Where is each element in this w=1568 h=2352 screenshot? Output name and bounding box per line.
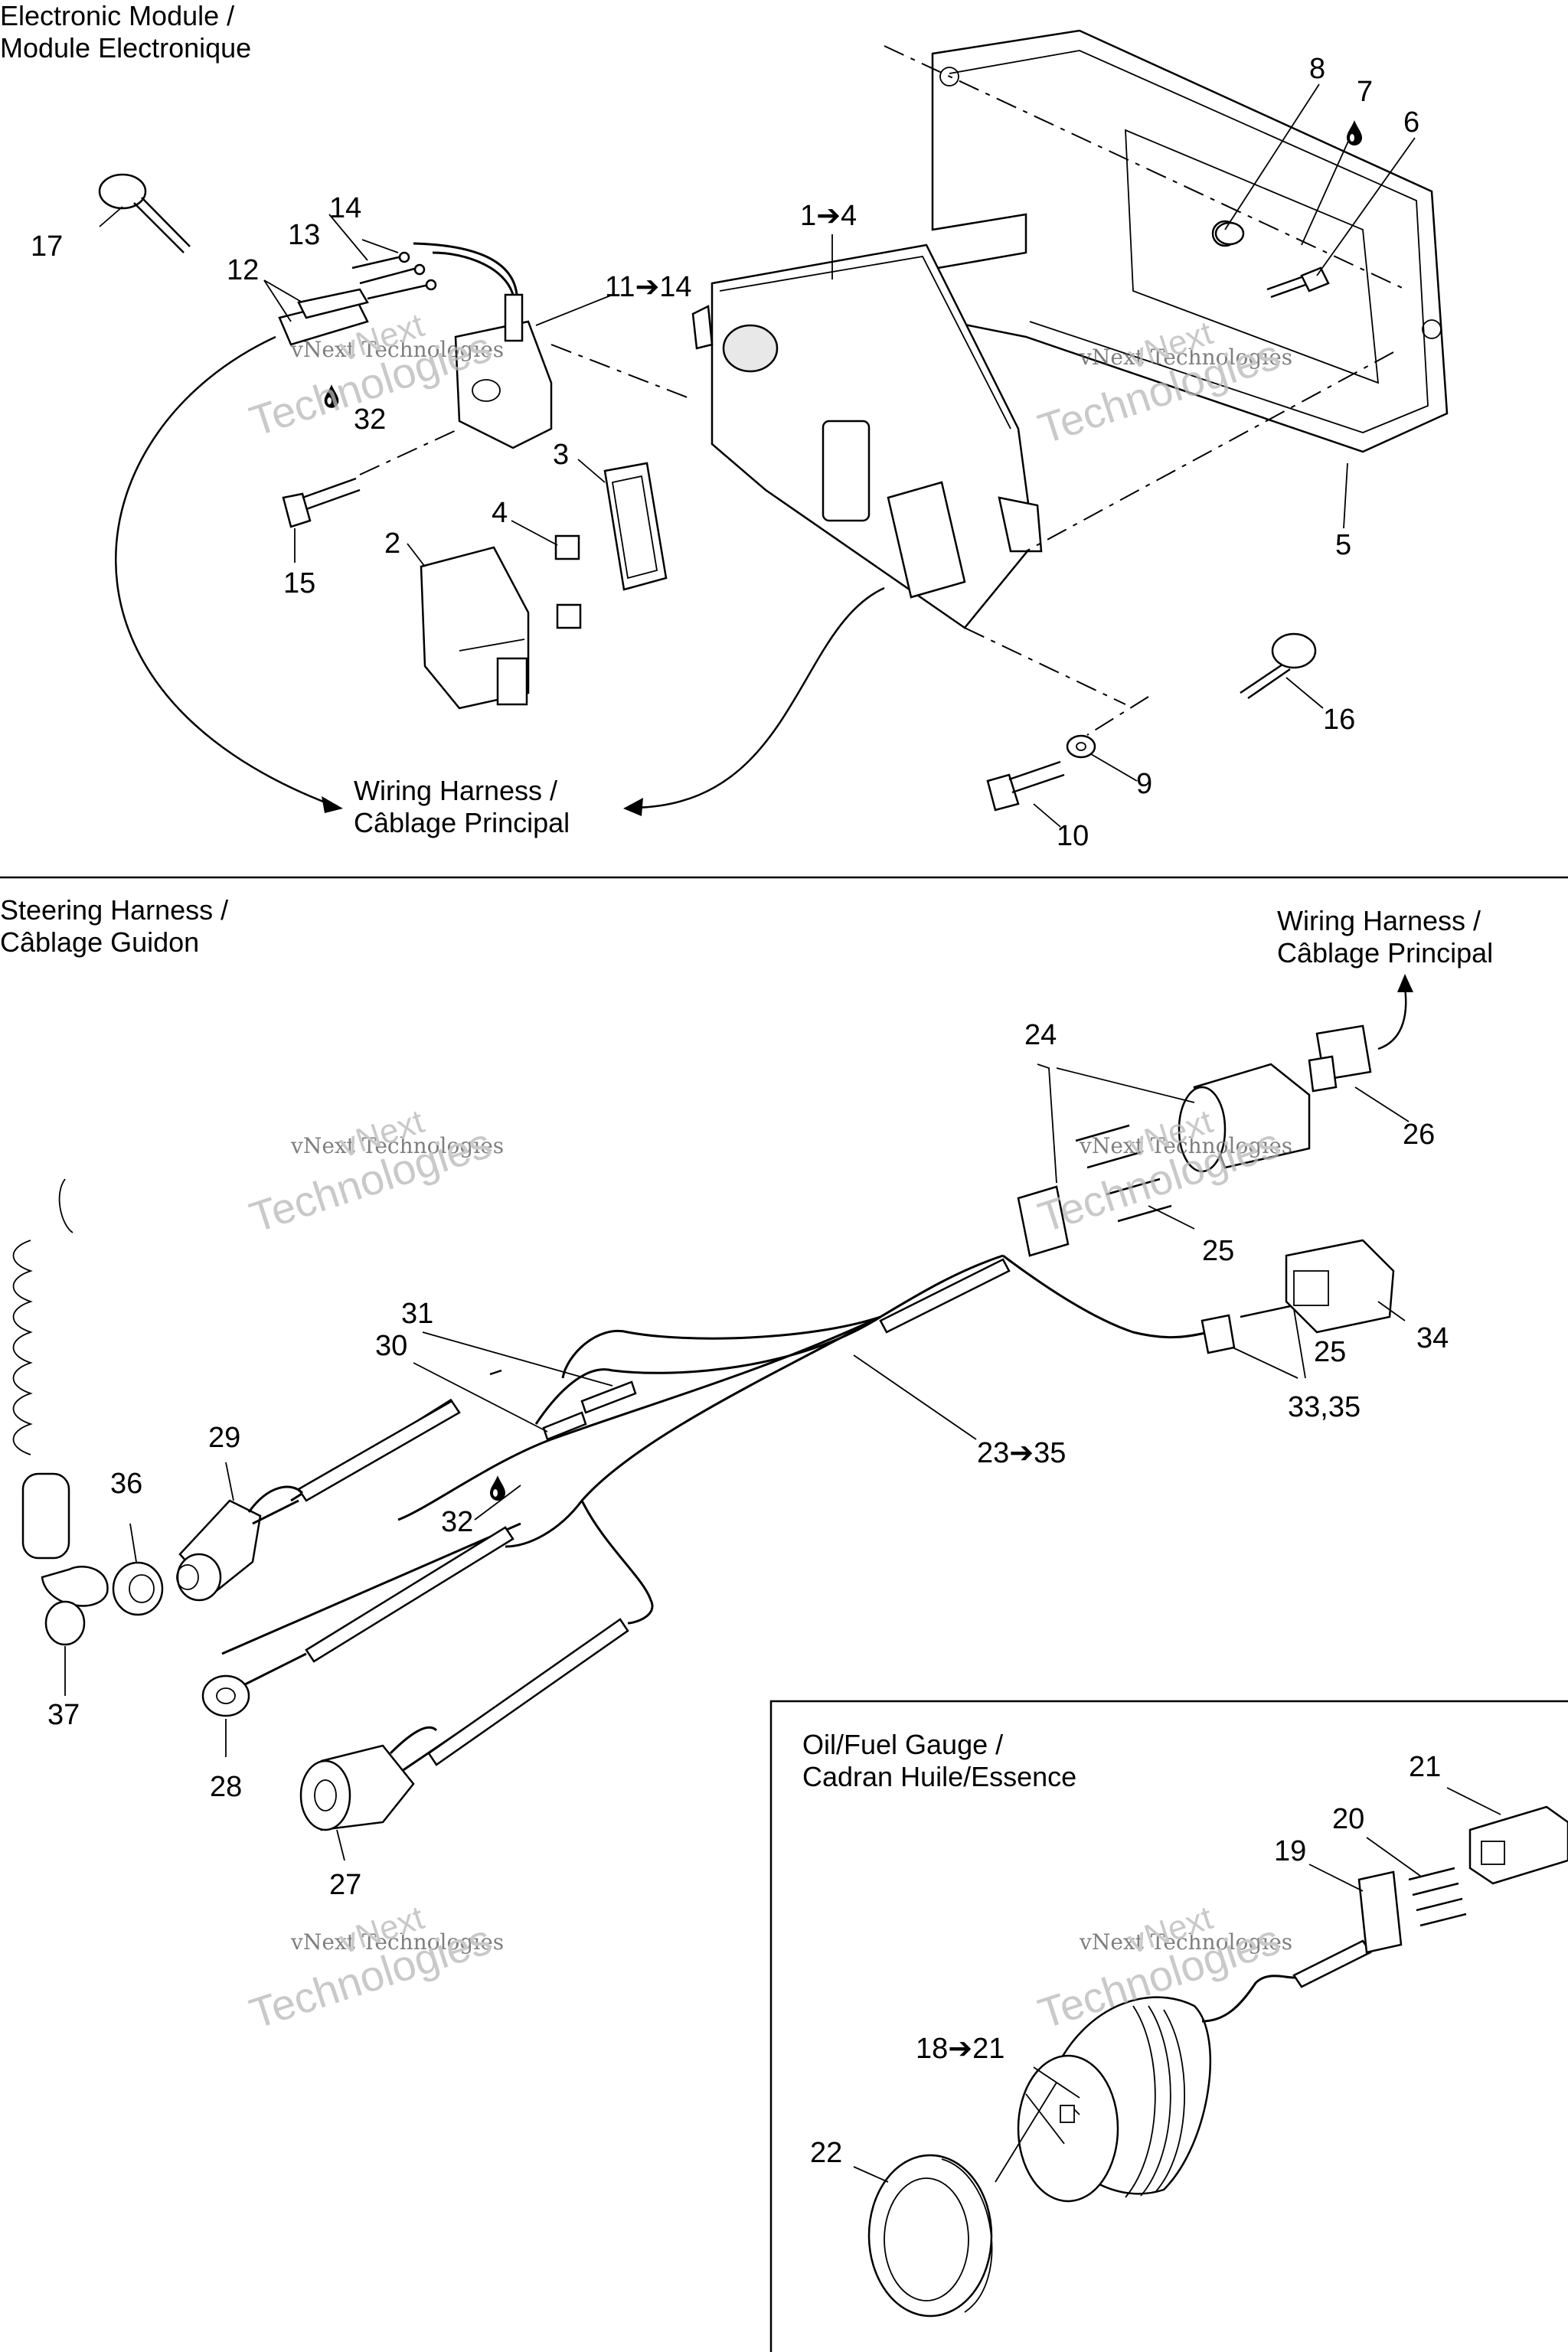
label-line: Wiring Harness / — [1277, 905, 1481, 936]
pins-25 — [1075, 1124, 1295, 1318]
callout-37: 37 — [47, 1699, 80, 1731]
oil-drop-icon — [1347, 120, 1362, 145]
callout-34: 34 — [1416, 1322, 1449, 1354]
bezel-22 — [867, 2154, 993, 2318]
title-line: Steering Harness / — [0, 894, 229, 926]
fuel-pump-icon — [1060, 2105, 1080, 2123]
callout-12: 12 — [227, 254, 260, 286]
callout-18-21: 18➔21 — [916, 2033, 1005, 2065]
callout-25-upper: 25 — [1202, 1235, 1235, 1267]
callout-20: 20 — [1332, 1803, 1365, 1835]
title-line: Electronic Module / — [0, 0, 235, 31]
connector-24 — [1017, 1063, 1311, 1257]
callout-27: 27 — [329, 1869, 362, 1901]
callout-30: 30 — [375, 1330, 408, 1362]
callout-7: 7 — [1357, 76, 1374, 108]
callout-21: 21 — [1409, 1751, 1442, 1783]
connector-34 — [1285, 1239, 1395, 1334]
cable-tie-17 — [98, 173, 191, 253]
sensor-29 — [176, 1485, 304, 1602]
bolt-6 — [1266, 266, 1330, 299]
washer-8 — [1214, 221, 1245, 246]
callout-24: 24 — [1024, 1019, 1057, 1051]
callout-4: 4 — [492, 497, 508, 529]
fuses-4 — [554, 534, 582, 629]
title-line: Cadran Huile/Essence — [802, 1761, 1077, 1792]
connector-19 — [1357, 1870, 1403, 1954]
receptacle-33-35 — [1200, 1314, 1236, 1354]
title-line: Oil/Fuel Gauge / — [802, 1729, 1004, 1760]
callout-28: 28 — [210, 1771, 243, 1803]
callout-33-35: 33,35 — [1288, 1391, 1361, 1423]
callout-25-lower: 25 — [1314, 1336, 1347, 1368]
pins-20 — [1408, 1867, 1467, 1927]
safety-lanyard — [12, 1178, 109, 1646]
wiring-harness-label-mid: Wiring Harness / Câblage Principal — [1277, 905, 1493, 969]
callout-32-mid: 32 — [441, 1506, 474, 1538]
callout-11-14: 11➔14 — [605, 271, 692, 303]
seal-3 — [603, 462, 668, 591]
callout-13: 13 — [288, 219, 321, 251]
nut-36 — [112, 1561, 164, 1616]
callout-23-35: 23➔35 — [977, 1437, 1067, 1469]
housing-21 — [1468, 1805, 1568, 1885]
electronic-module — [691, 243, 1043, 629]
relay-2 — [420, 546, 530, 710]
terminal-cluster — [278, 251, 437, 346]
callout-29: 29 — [208, 1422, 241, 1454]
label-line: Câblage Principal — [1277, 937, 1494, 969]
oil-drop-icon — [490, 1475, 505, 1501]
section-title-electronic-module: Electronic Module / Module Electronique — [0, 0, 251, 64]
steering-wiring-harness — [397, 1254, 1218, 1625]
callout-26: 26 — [1403, 1119, 1436, 1151]
callout-19: 19 — [1274, 1835, 1307, 1867]
sensor-28 — [201, 1652, 307, 1717]
callout-31: 31 — [401, 1298, 434, 1330]
label-line: Câblage Principal — [354, 807, 570, 838]
callout-17: 17 — [31, 230, 64, 263]
gauge-section-frame — [769, 1700, 1568, 2352]
sensor-27 — [299, 1726, 438, 1831]
connector-plug — [413, 242, 553, 449]
label-line: Wiring Harness / — [354, 775, 558, 806]
callout-22: 22 — [810, 2137, 843, 2169]
callout-8: 8 — [1309, 53, 1326, 85]
section-title-steering-harness: Steering Harness / Câblage Guidon — [0, 894, 228, 959]
callout-1-4: 1➔4 — [800, 200, 858, 232]
cable-tie-16 — [1240, 632, 1317, 700]
callout-14: 14 — [329, 192, 362, 224]
callout-6: 6 — [1403, 106, 1420, 139]
callout-10: 10 — [1057, 820, 1089, 852]
gauge-housing — [1017, 1996, 1212, 2203]
section-title-oil-fuel-gauge: Oil/Fuel Gauge / Cadran Huile/Essence — [802, 1729, 1076, 1793]
callout-9: 9 — [1136, 768, 1153, 800]
callout-5: 5 — [1335, 529, 1352, 561]
callout-2: 2 — [384, 528, 401, 560]
title-line: Module Electronique — [0, 32, 252, 64]
callout-15: 15 — [283, 567, 316, 599]
wiring-harness-label-top: Wiring Harness / Câblage Principal — [354, 775, 570, 839]
callout-32-top: 32 — [354, 403, 387, 436]
bolt-15 — [282, 477, 361, 528]
connector-26 — [1308, 1024, 1372, 1093]
oil-drop-icon — [324, 384, 339, 408]
title-line: Câblage Guidon — [0, 926, 200, 958]
callout-16: 16 — [1323, 704, 1356, 736]
callout-36: 36 — [110, 1468, 143, 1500]
callout-3: 3 — [553, 439, 570, 471]
bolt-10 — [986, 734, 1096, 812]
